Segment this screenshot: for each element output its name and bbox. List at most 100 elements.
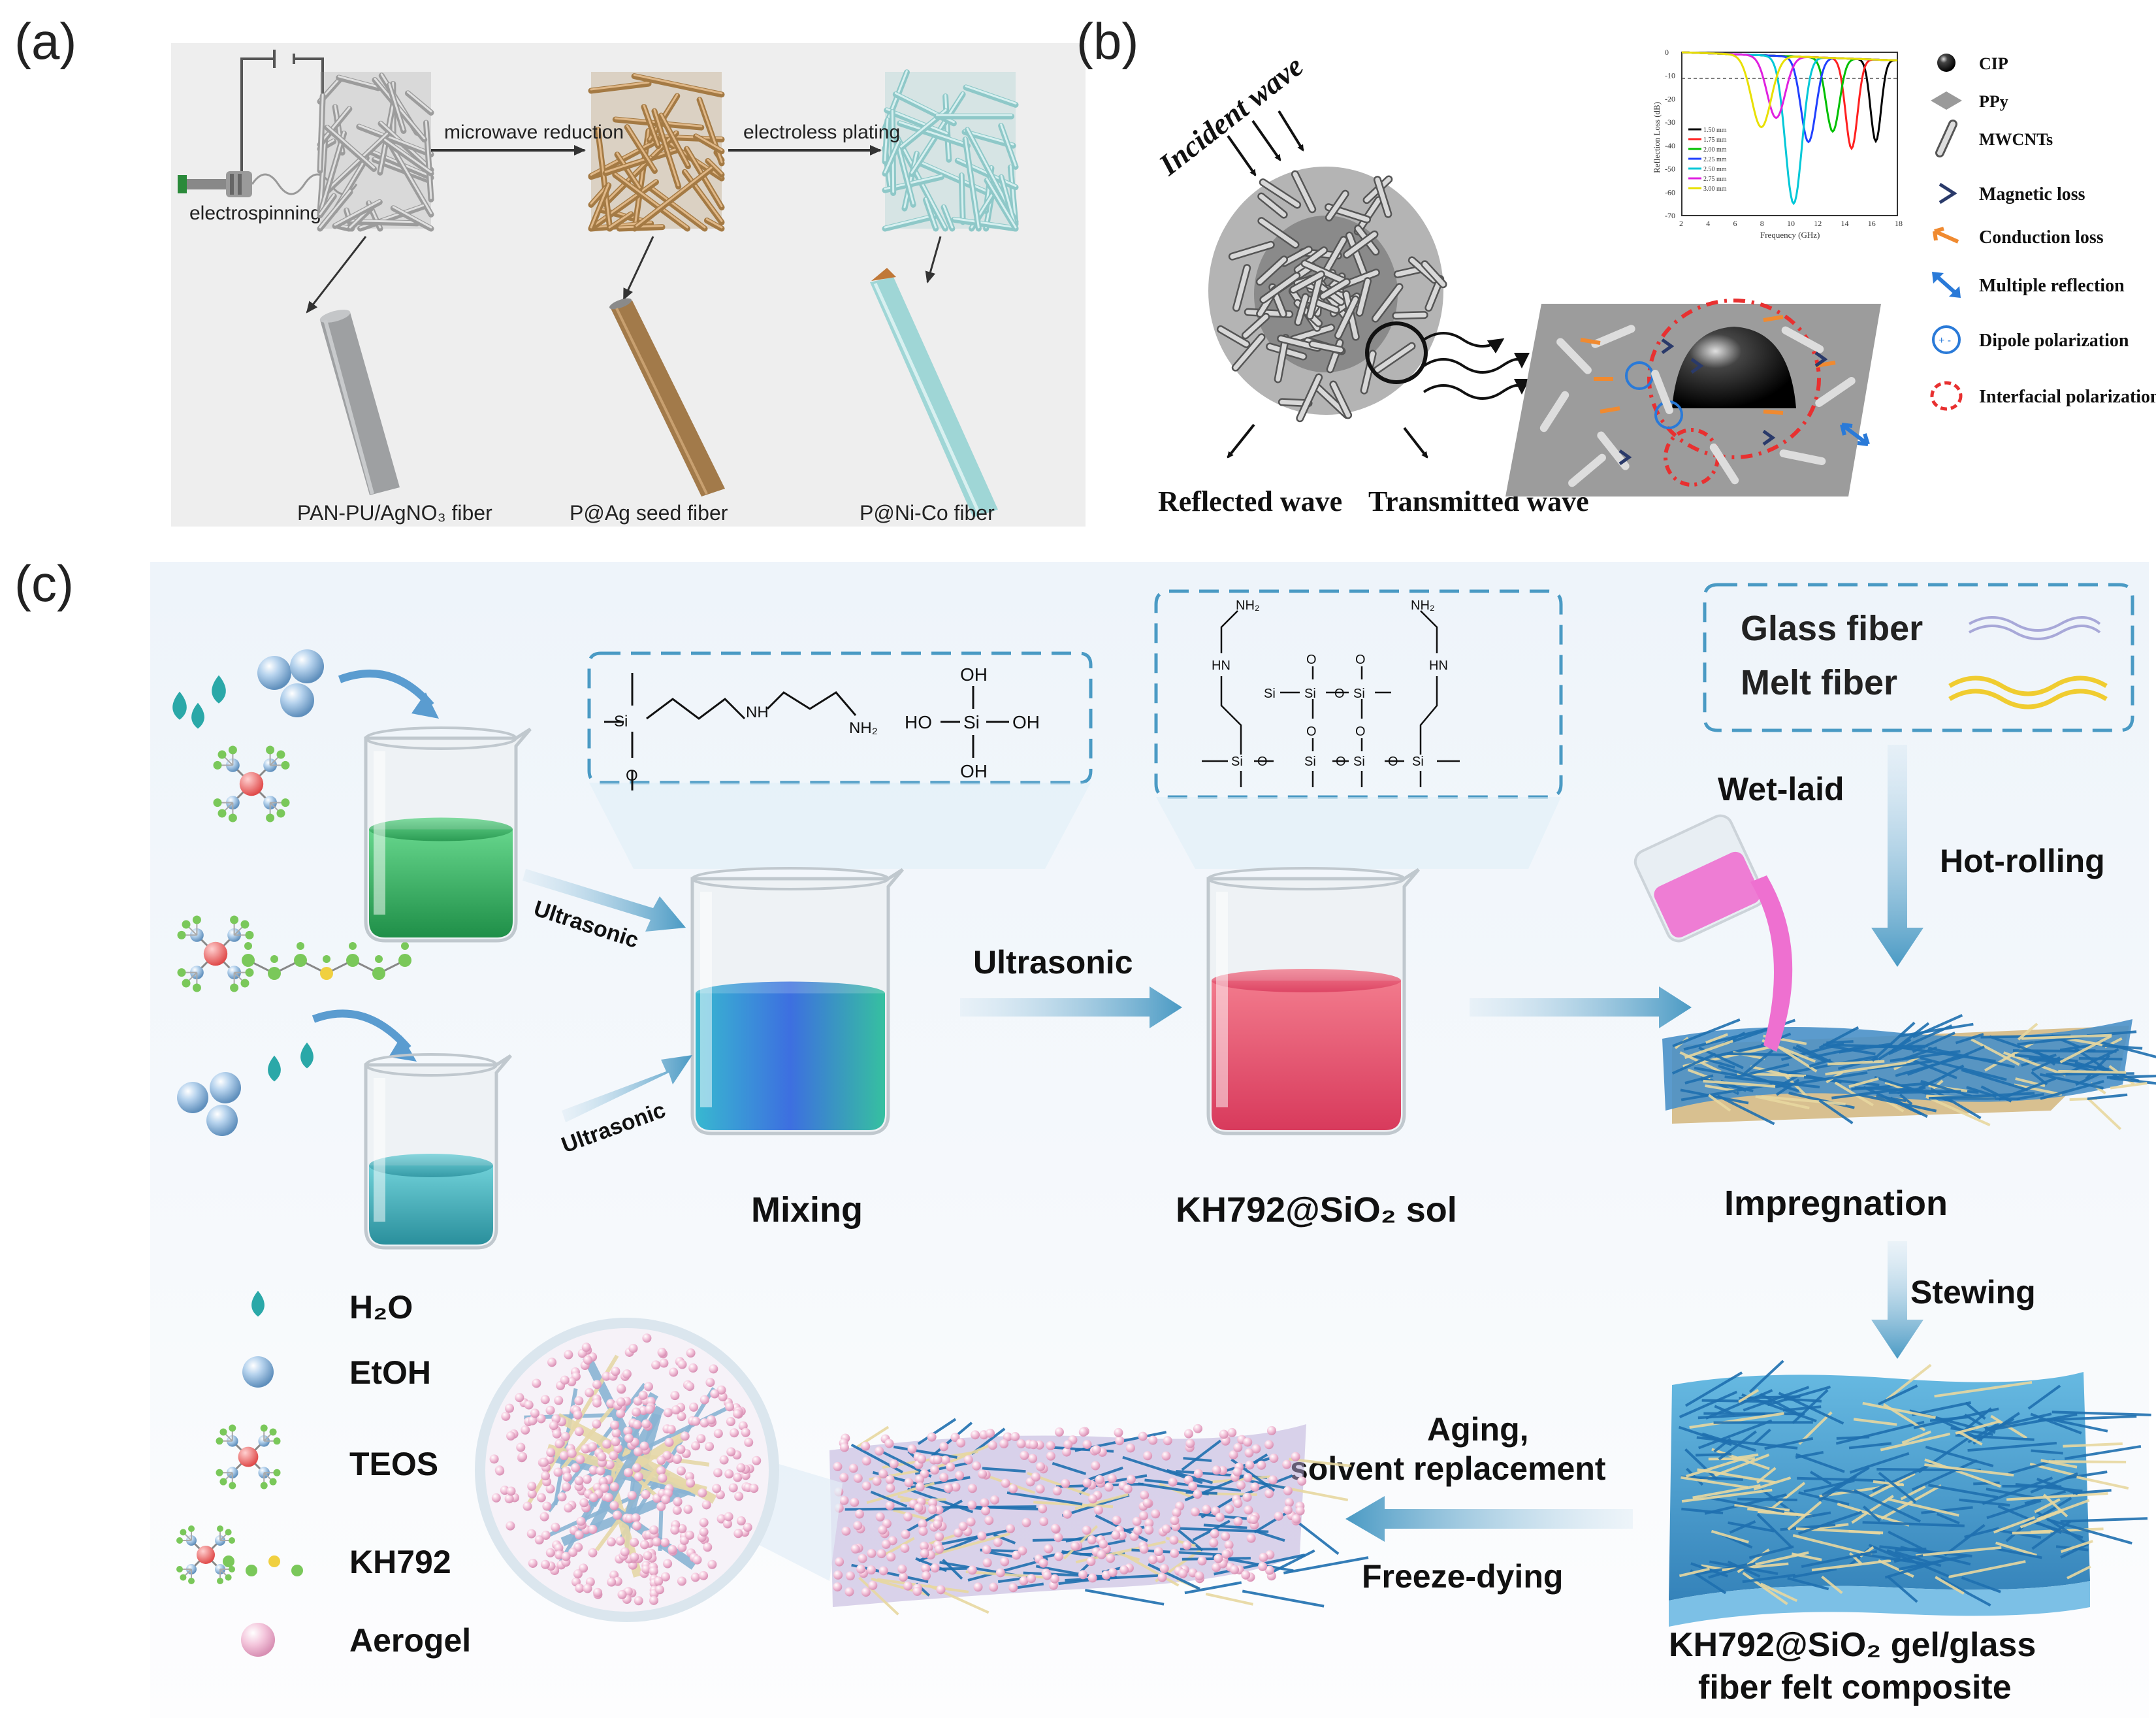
melt-fiber-label: Melt fiber [1741,663,1897,702]
inset-ytick: 0 [1665,48,1669,57]
arrow-aging [1345,1496,1633,1542]
arrow-down-2 [622,236,654,301]
reagent-group-top [172,649,324,822]
inset-xtick: 16 [1868,219,1876,228]
legend-b-item: Magnetic loss [1979,184,2085,204]
inset-series-line [1681,51,1898,129]
chem-box-kh792-silanol: Si O NH NH₂ OH HO Si OH OH [587,651,1093,869]
legend-c-item: Aerogel [349,1622,471,1659]
chem2-si: Si [1304,755,1316,769]
inset-xtick: 12 [1814,219,1822,228]
panel-a-label: (a) [14,12,76,70]
orange-arrow-icon [1933,227,1959,244]
chem2-o: O [1355,725,1366,739]
pouring-beaker [1633,814,1765,943]
legend-b-item: Conduction loss [1979,227,2104,248]
p-ag-seed-fiber-mat [588,72,725,232]
inset-xtick: 2 [1679,219,1683,228]
inset-ytick: -50 [1665,165,1675,174]
chem2-o: O [1257,755,1268,769]
arrow-down-3 [925,236,942,284]
step-electrospinning: electrospinning [189,203,321,224]
chem-ho: HO [905,712,932,732]
chem2-si: Si [1353,687,1365,701]
chem-si-2: Si [963,712,980,732]
curved-arrow-bottom [312,1009,411,1051]
inset-ytick: -10 [1665,71,1675,80]
panel-c-label: (c) [14,555,74,612]
inset-xtick: 10 [1787,219,1795,228]
aging-label: Aging, [1427,1411,1529,1448]
chem-box-network: NH₂ NH₂ HN HN O O Si Si O Si O O Si O Si… [1154,589,1563,869]
p-ni-co-fiber-mat [882,69,1019,232]
inset-ylabel: Reflection Loss (dB) [1652,102,1662,173]
freeze-dying-label: Freeze-dying [1362,1558,1563,1595]
inset-legend-item: 1.75 mm [1703,137,1727,144]
step-electroless-plating: electroless plating [743,122,900,143]
arrow-ultrasonic-2 [562,1055,692,1122]
glass-fiber-label: Glass fiber [1741,609,1923,648]
fiber-label-p-ag: P@Ag seed fiber [570,501,728,525]
reagent-group-bottom [177,915,411,1136]
fiber-input-box: Glass fiber Melt fiber [1703,583,2134,732]
inset-xtick: 8 [1760,219,1764,228]
inset-legend-item: 2.00 mm [1703,146,1727,154]
inset-xtick: 6 [1733,219,1737,228]
zoomed-interface [1505,299,1881,497]
hot-rolling-label: Hot-rolling [1940,843,2105,879]
composite-label-line1: KH792@SiO₂ gel/glass [1669,1626,2036,1664]
impregnation-fiber-felt [1633,814,2156,1130]
molecule-icon [216,1424,281,1490]
legend-c-item: H₂O [349,1289,413,1326]
legend-b-item: MWCNTs [1979,130,2053,149]
zoom-circle [1365,321,1428,384]
reflected-arrow [1227,423,1255,459]
chem2-hn-left: HN [1212,659,1231,673]
chem2-o: O [1334,687,1345,701]
legend-b-item: Interfacial polarization [1979,387,2156,407]
ultrasonic-label-main: Ultrasonic [973,944,1133,981]
inset-legend-item: 2.25 mm [1703,156,1727,163]
aerogel-felt [829,1418,1369,1616]
sol-label: KH792@SiO₂ sol [1176,1190,1457,1229]
arrow-stewing [1871,1241,1923,1359]
chem2-o: O [1355,653,1366,667]
composite-label-line2: fiber felt composite [1698,1669,2012,1706]
inset-xtick: 14 [1841,219,1849,228]
chain-molecule-icon [176,1525,303,1584]
pink-sphere-icon [241,1623,275,1657]
sphere-icon [242,1356,274,1388]
chem-oh-right: OH [1012,712,1040,732]
chem-nh: NH [746,704,769,721]
svg-text:+ -: + - [1939,335,1951,346]
melt-fiber-icon [1948,676,2108,709]
wet-laid-label: Wet-laid [1718,771,1844,807]
legend-b-item: Multiple reflection [1979,276,2125,296]
arrow-down-1 [306,236,367,314]
chem2-hn-right: HN [1429,659,1448,673]
black-sphere-icon [1937,54,1955,72]
arrow-to-impregnation [1470,986,1692,1028]
chem2-si: Si [1304,687,1316,701]
chem-oh-bottom: OH [960,761,988,781]
legend-b-item: CIP [1979,54,2008,73]
arrow-ultrasonic-main [960,986,1182,1028]
chem2-si: Si [1412,755,1424,769]
pan-pu-fiber-mat [317,72,434,232]
arrow-hot-rolling [1871,745,1923,967]
chem2-o: O [1306,653,1317,667]
p-ni-co-single-fiber [870,268,998,517]
incident-wave-label: Incident wave [1152,49,1310,182]
chem-oh-top: OH [960,664,988,685]
electrospinning-device [178,50,358,197]
step-microwave-reduction: microwave reduction [444,122,624,143]
absorber-particle [1208,167,1447,423]
blue-circle-icon: + - [1932,325,1961,354]
inset-legend-item: 2.50 mm [1703,166,1727,173]
mixing-label: Mixing [751,1190,863,1229]
incident-arrows [1227,110,1304,176]
beaker-green [364,726,532,943]
pan-pu-single-fiber [319,310,400,495]
chem2-o: O [1306,725,1317,739]
